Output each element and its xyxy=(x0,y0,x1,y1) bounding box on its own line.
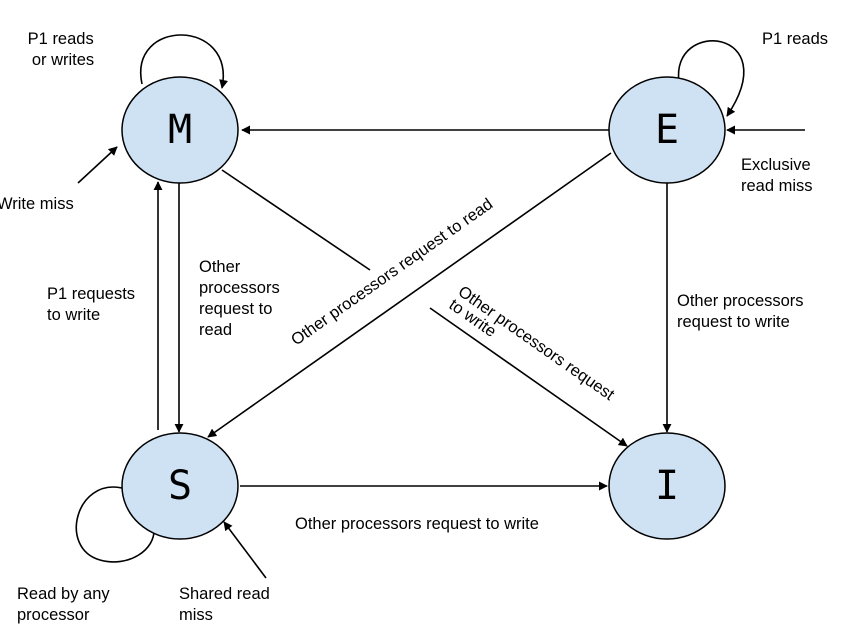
state-i-label: I xyxy=(655,463,679,509)
label-s-to-i: Other processors request to write xyxy=(295,515,539,533)
state-i: I xyxy=(608,432,726,540)
edge-m-to-i-lower xyxy=(429,307,628,447)
edge-m-to-i-upper xyxy=(221,169,371,271)
label-e-to-i: Other processors request to write xyxy=(677,292,808,331)
label-m-to-s: Other processors request to read xyxy=(199,258,284,339)
state-s: S xyxy=(121,432,239,540)
label-m-to-i-diag: Other processors request to write xyxy=(446,283,622,420)
label-s-self: Read by any processor xyxy=(17,585,114,624)
label-shared-read-miss: Shared read miss xyxy=(179,585,274,624)
label-exclusive-read-miss: Exclusive read miss xyxy=(741,156,815,195)
label-write-miss: Write miss xyxy=(0,195,74,213)
state-e-label: E xyxy=(655,107,679,153)
label-e-self: P1 reads xyxy=(762,30,828,48)
edge-e-to-s xyxy=(207,152,612,438)
state-m: M xyxy=(121,76,239,184)
label-e-to-s-diag: Other processors request to read xyxy=(288,195,496,349)
label-m-self: P1 reads or writes xyxy=(28,30,99,69)
edge-write-miss xyxy=(77,146,118,184)
label-p1-requests-to-write: P1 requests to write xyxy=(47,285,140,324)
edge-shared-read-miss xyxy=(223,521,267,579)
edge-m-self-loop xyxy=(139,34,228,89)
edge-e-self-loop xyxy=(677,40,745,117)
edge-s-self-loop xyxy=(75,486,155,563)
state-e: E xyxy=(608,76,726,184)
state-s-label: S xyxy=(168,463,192,509)
state-m-label: M xyxy=(168,107,192,153)
